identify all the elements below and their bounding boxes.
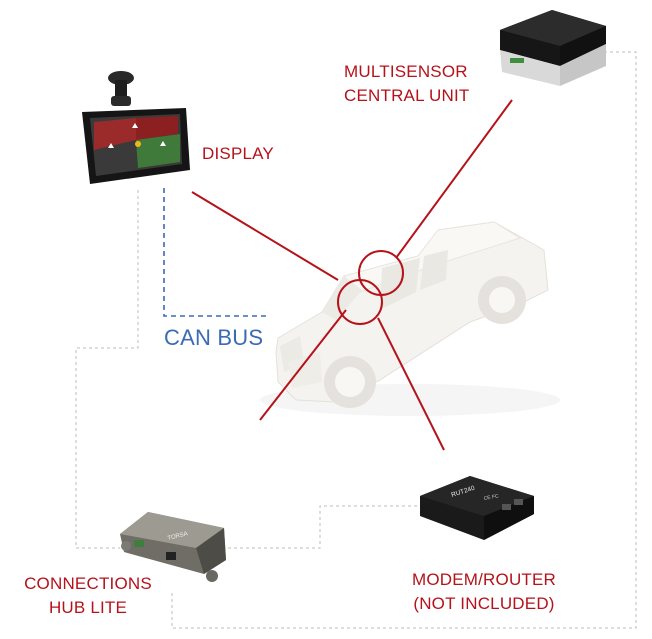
display-mount-circle <box>337 279 383 325</box>
can-bus-label: CAN BUS <box>164 325 264 350</box>
can-bus-line <box>163 188 270 317</box>
connections-hub-label: CONNECTIONS HUB LITE <box>10 572 166 620</box>
router-cert-text: CE FC <box>483 493 499 502</box>
multisensor-label-line-1: MULTISENSOR <box>344 62 468 81</box>
modem-router-label: MODEM/ROUTER (NOT INCLUDED) <box>398 568 570 616</box>
connections-hub-label-line-1: CONNECTIONS <box>24 574 152 593</box>
hub-brand-text: TORSA <box>167 531 188 542</box>
connections-hub-device: TORSA <box>120 512 226 582</box>
dashed-connection-lines <box>75 51 637 629</box>
modem-router-label-line-2: (NOT INCLUDED) <box>413 594 555 613</box>
modem-router-device: RUT240 CE FC <box>420 476 534 540</box>
multisensor-unit-device <box>500 10 606 86</box>
modem-router-label-line-1: MODEM/ROUTER <box>411 570 557 589</box>
pickup-truck <box>260 221 560 416</box>
multisensor-label-line-2: CENTRAL UNIT <box>344 86 470 105</box>
display-device <box>82 71 190 184</box>
multisensor-label: MULTISENSOR CENTRAL UNIT <box>344 60 470 108</box>
pointer-lines <box>191 99 513 451</box>
connections-hub-label-line-2: HUB LITE <box>48 598 128 617</box>
display-label: DISPLAY <box>202 144 274 163</box>
